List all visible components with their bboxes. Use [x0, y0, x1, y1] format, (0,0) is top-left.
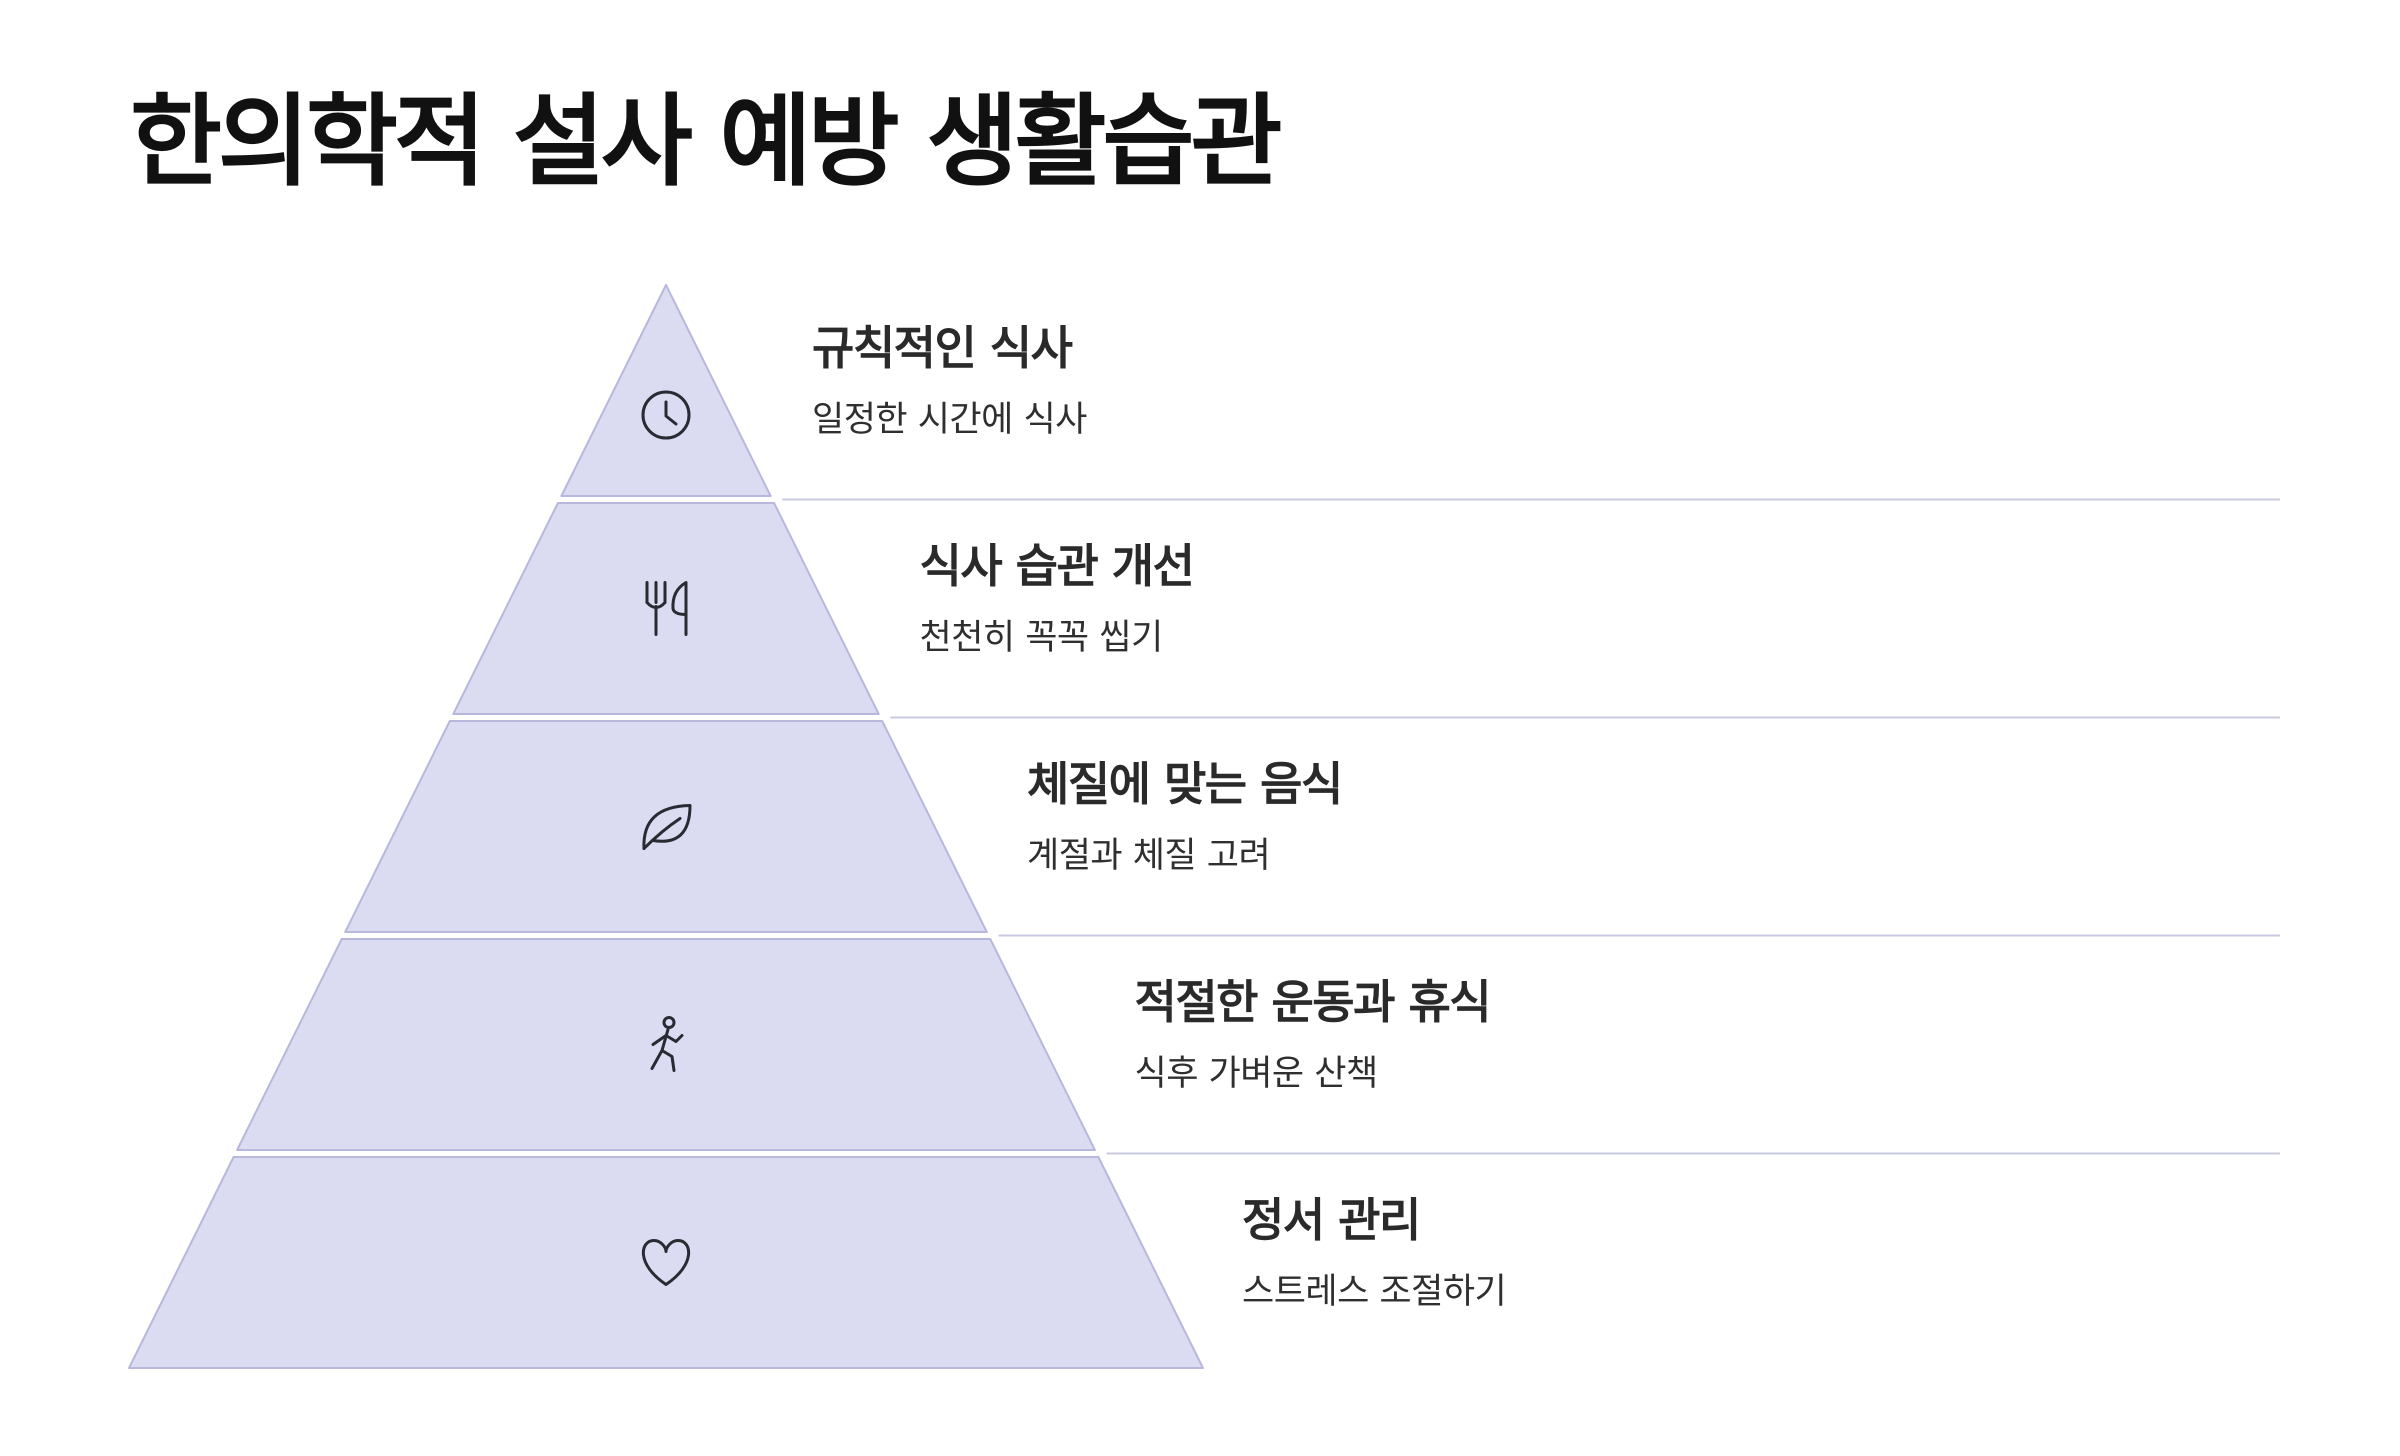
- level-title: 정서 관리: [1242, 1193, 1421, 1247]
- pyramid-tier-4: [236, 938, 1096, 1151]
- pyramid-tier-3: [344, 720, 988, 933]
- level-description: 식후 가벼운 산책: [1134, 1054, 1379, 1094]
- heart-icon: [641, 1239, 691, 1286]
- level-title: 식사 습관 개선: [919, 539, 1195, 593]
- level-title: 규칙적인 식사: [812, 321, 1073, 375]
- utensils-icon: [645, 581, 688, 636]
- level-description: 스트레스 조절하기: [1242, 1272, 1507, 1312]
- pyramid-tier-5: [128, 1156, 1204, 1369]
- level-description: 계절과 체질 고려: [1027, 836, 1271, 876]
- level-title: 체질에 맞는 음식: [1027, 757, 1343, 811]
- leaf-icon: [642, 804, 692, 850]
- level-description: 일정한 시간에 식사: [812, 400, 1087, 440]
- pyramid-tier-2: [452, 502, 880, 715]
- walking-person-icon: [650, 1016, 684, 1072]
- clock-icon: [641, 390, 691, 440]
- level-description: 천천히 꼭꼭 씹기: [919, 618, 1164, 658]
- level-title: 적절한 운동과 휴식: [1134, 975, 1492, 1029]
- page-title: 한의학적 설사 예방 생활습관: [130, 83, 1282, 200]
